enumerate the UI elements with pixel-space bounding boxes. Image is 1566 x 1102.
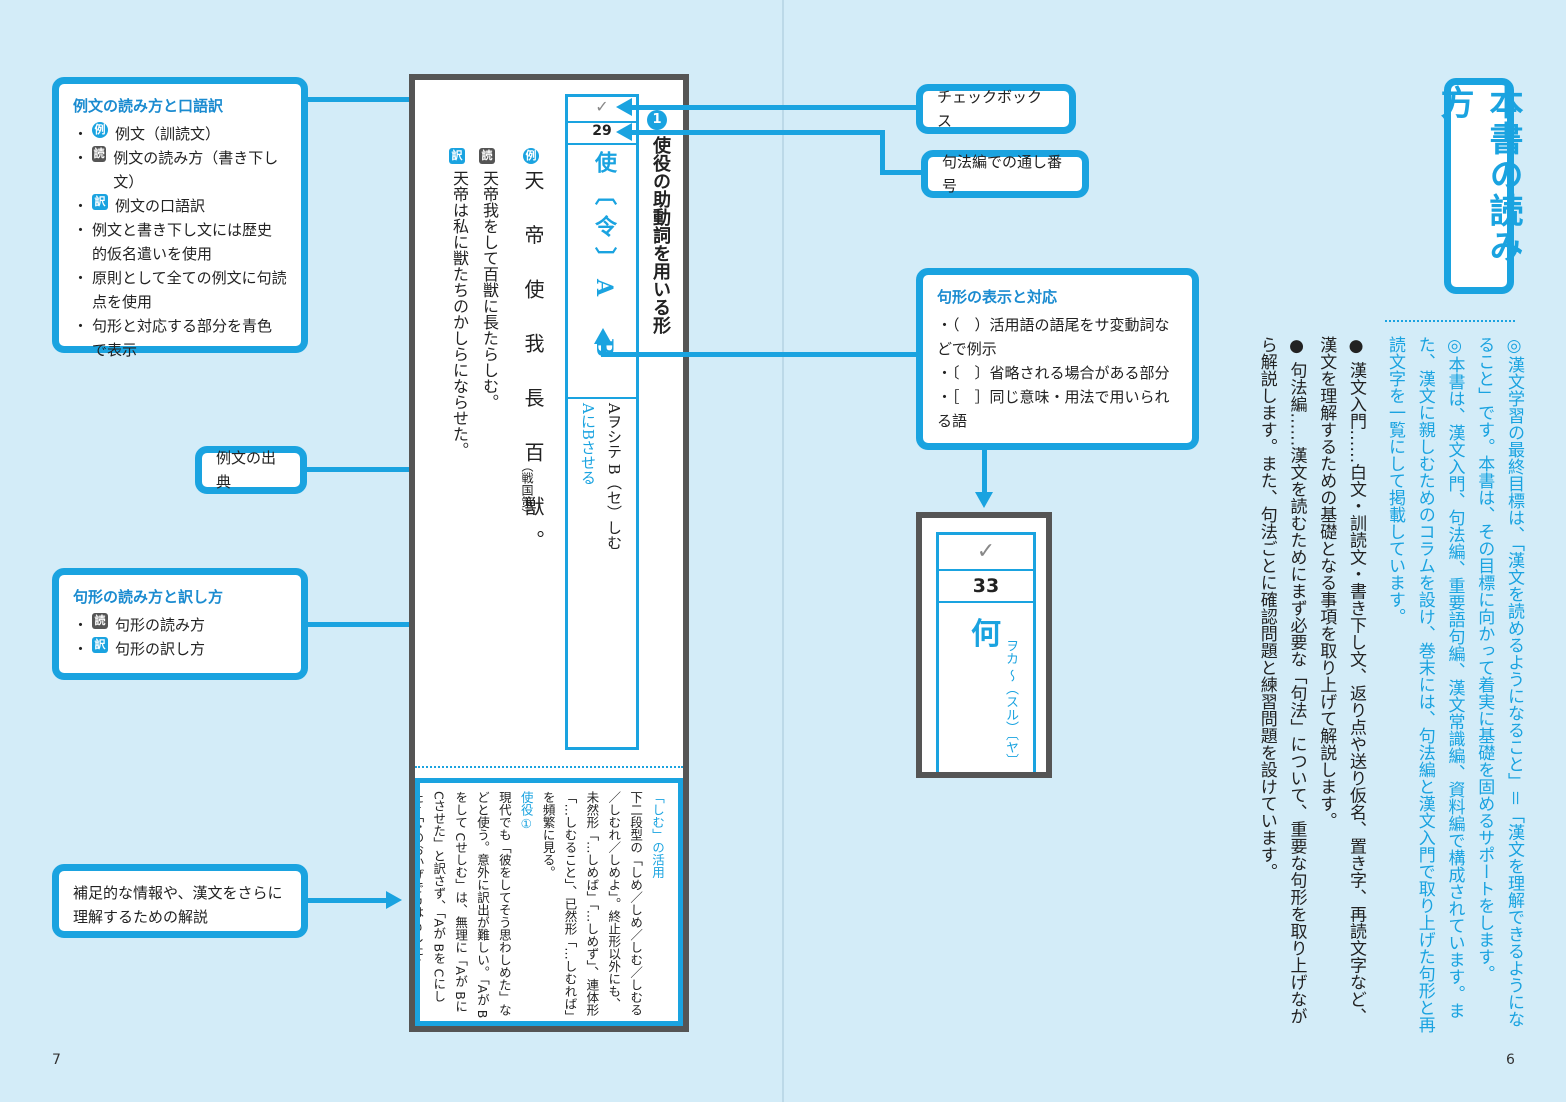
kukei-yaku: AにBさせる [579,403,597,485]
callout-row: ・訳例文の口語訳 [73,194,206,215]
note-1: 「しむ」の活用 下二段型の「しめ／しめ／しむ／しむる／しむれ／しめよ」。終止形以… [415,791,668,1021]
note-title: 使役① [518,791,534,831]
paragraph-1: ◎漢文学習の最終目標は、「漢文を読めるようになること」＝「漢文を理解できるように… [1474,336,1524,1028]
page-fold [782,0,784,1102]
connector-line [307,467,497,472]
connector-line [308,97,494,102]
right-page-title: 本書の読み方 [1434,85,1523,265]
connector-line [630,105,916,110]
rei-badge-icon: 例 [523,148,539,164]
callout-hyouji: 句形の表示と対応 ・（ ）活用語の語尾をサ変動詞などで例示 ・〔 〕省略される場… [916,268,1199,450]
connector-line [630,130,885,135]
callout-title: 例文の読み方と口語訳 [73,97,224,115]
kukei-box: ✓ 29 使〔令〕A B Aヲシテ B（セ）しむ AにBさせる [565,94,639,750]
intro-paragraphs: ◎漢文学習の最終目標は、「漢文を読めるようになること」＝「漢文を理解できるように… [1378,336,1528,1036]
divider [415,766,683,768]
connector-line [880,130,885,174]
callout-row: ・読句形の読み方 [73,613,206,634]
callout-title: 句形の表示と対応 [937,288,1058,306]
yomi-badge-icon: 読 [92,146,107,162]
callout-row: ・読例文の読み方（書き下し文） [73,146,279,191]
bullet-1: ● 漢文入門……白文・訓読文・書き下し文、返り点や送り仮名、置き字、再読文字など… [1316,336,1366,1025]
callout-shutten: 例文の出典 [195,446,307,494]
page-number-right: 6 [1506,1052,1515,1068]
arrow-right-icon [386,891,402,909]
yomi-text: 天帝我をして百獣に長たらしむ。 [480,170,499,410]
callout-row: ・〔 〕省略される場合がある部分 [937,364,1170,382]
example-yomi: ヲカ ～（スル）〔ヤ〕 [1003,639,1018,767]
right-page-title-box: 本書の読み方 [1434,78,1523,294]
note-text: 現代でも「彼をしてそう思わしめた」などと使う。意外に訳出が難しい。「Aが Bをし… [415,791,512,1019]
check-icon[interactable]: ✓ [939,535,1033,571]
arrow-down-icon [975,492,993,508]
callout-row: ・句形と対応する部分を青色で表示 [73,317,273,359]
yaku-text: 天帝は私に獣たちのかしらにならせた。 [450,170,469,458]
callout-row: ・原則として全ての例文に句読点を使用 [73,269,287,311]
connector-line [308,898,388,903]
page-number-left: 7 [52,1052,61,1068]
callout-row: ・訳句形の訳し方 [73,637,206,658]
bullet-2: ● 句法編……漢文を読むためにまず必要な「句法」について、重要な句形を取り上げな… [1256,336,1307,1025]
rei-badge-icon: 例 [92,122,109,138]
callout-check: チェックボックス [916,84,1076,134]
example-frame: ✓ 33 何 ヲカ ～（スル）〔ヤ〕 [916,512,1052,778]
yaku-badge-icon: 訳 [92,194,109,210]
connector-line [880,170,921,175]
source-text: （戦国策） [520,460,534,520]
connector-line [601,340,606,357]
bullet-paragraphs: ● 漢文入門……白文・訓読文・書き下し文、返り点や送り仮名、置き字、再読文字など… [1220,336,1370,1036]
example-kukei-box: ✓ 33 何 ヲカ ～（スル）〔ヤ〕 [936,532,1036,772]
callout-row: ・（ ）活用語の語尾をサ変動詞などで例示 [937,316,1170,358]
sample-page-frame: ✓ 29 使〔令〕A B Aヲシテ B（セ）しむ AにBさせる 1 使役の助動詞… [409,74,689,1032]
connector-line [982,450,987,494]
callout-hosoku: 補足的な情報や、漢文をさらに理解するための解説 [52,864,308,938]
callout-row: ・例例文（訓読文） [73,122,221,143]
example-kanji: 何 [971,617,1001,652]
note-text: 下二段型の「しめ／しめ／しむ／しむる／しむれ／しめよ」。終止形以外にも、未然形「… [540,791,644,1016]
yomi-badge-icon: 読 [479,148,495,164]
check-icon[interactable]: ✓ [568,97,636,123]
divider [1385,320,1515,322]
example-number: 33 [939,571,1033,603]
section-title: 使役の助動詞を用いる形 [650,136,671,334]
callout-title: 句形の読み方と訳し方 [73,588,224,606]
sample-number: 29 [568,123,636,145]
divider [568,397,636,399]
yaku-badge-icon: 訳 [92,637,109,653]
arrow-up-icon [594,328,612,344]
paragraph-2: ◎本書は、漢文入門、句法編、重要語句編、漢文常識編、資料編で構成されています。ま… [1385,336,1465,1033]
arrow-left-icon [616,98,632,116]
connector-line [605,352,916,357]
section-number: 1 [647,110,667,130]
callout-kukei-yomi: 句形の読み方と訳し方 ・読句形の読み方 ・訳句形の訳し方 [52,568,308,680]
callout-tsuushi: 句法編での通し番号 [921,150,1089,198]
yaku-badge-icon: 訳 [449,148,465,164]
callout-row: ・例文と書き下し文には歴史的仮名遣いを使用 [73,221,273,263]
reibun-text: 天 帝 使 我 長 百 獣。 [521,170,545,565]
yomi-badge-icon: 読 [92,613,109,629]
notes-box: 「しむ」の活用 下二段型の「しめ／しめ／しむ／しむる／しむれ／しめよ」。終止形以… [415,778,683,1026]
note-title: 「しむ」の活用 [650,791,665,879]
kukei-yomi: Aヲシテ B（セ）しむ [605,403,623,550]
callout-row: ・［ ］同じ意味・用法で用いられる語 [937,388,1170,430]
callout-reibun: 例文の読み方と口語訳 ・例例文（訓読文） ・読例文の読み方（書き下し文） ・訳例… [52,77,308,359]
arrow-left-icon [616,123,632,141]
